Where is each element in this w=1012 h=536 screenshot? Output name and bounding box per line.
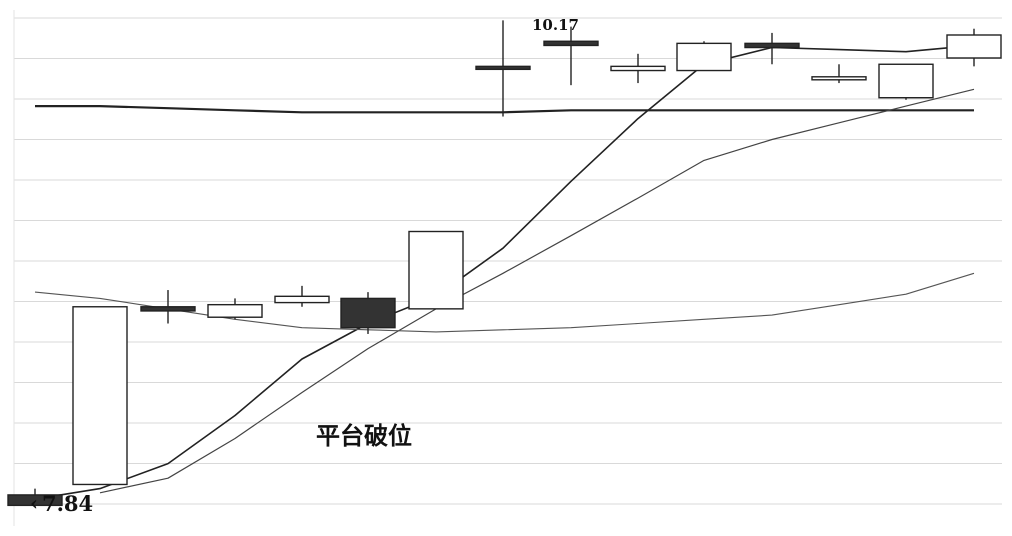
low-price-label: 7.84 xyxy=(42,491,93,516)
moving-average-lines xyxy=(34,44,975,500)
candle-body xyxy=(7,494,63,507)
candle-body xyxy=(946,34,1002,59)
low-arrow-glyph: ‹ xyxy=(30,491,38,515)
candle-body xyxy=(72,306,128,486)
moving-average-line-1 xyxy=(35,105,974,114)
candle xyxy=(408,230,464,310)
candle xyxy=(340,292,396,334)
candle xyxy=(140,290,196,324)
candle xyxy=(543,26,599,86)
candle-body xyxy=(140,306,196,312)
high-price-label: 10.17 xyxy=(532,16,579,34)
moving-average-line-3 xyxy=(99,88,975,494)
candle-body xyxy=(207,303,263,318)
candle-body xyxy=(274,295,330,304)
candle xyxy=(946,28,1002,67)
gridlines xyxy=(13,10,1002,526)
candle-body xyxy=(475,65,531,71)
candle xyxy=(7,488,63,508)
moving-average-line-2 xyxy=(34,44,975,500)
candle xyxy=(475,20,531,117)
annotations: 10.17 平台破位 ‹ 7.84 xyxy=(30,16,579,516)
candle xyxy=(610,53,666,84)
candle xyxy=(274,285,330,307)
candle-body xyxy=(744,42,800,49)
candle xyxy=(811,64,867,84)
candle-body xyxy=(543,40,599,47)
candle xyxy=(744,32,800,65)
candle xyxy=(207,298,263,320)
candle-body xyxy=(610,65,666,72)
moving-average-line-4 xyxy=(34,272,975,333)
candle xyxy=(72,306,128,486)
candle-body xyxy=(811,76,867,81)
pattern-annotation: 平台破位 xyxy=(316,421,412,450)
candle-body xyxy=(408,230,464,310)
candle xyxy=(676,41,732,72)
candle-body xyxy=(340,297,396,329)
candle-body xyxy=(676,42,732,72)
candles xyxy=(7,20,1002,508)
candle-body xyxy=(878,63,934,99)
candle xyxy=(878,63,934,100)
